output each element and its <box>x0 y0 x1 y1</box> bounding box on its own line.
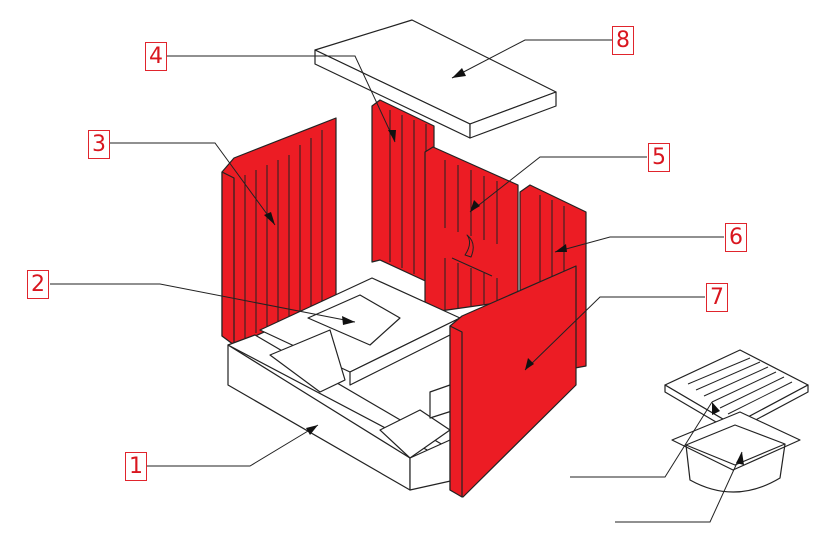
label-part-6: 6 <box>725 223 747 252</box>
part-1-front-base <box>227 329 456 491</box>
label-part-8: 8 <box>612 26 634 55</box>
part-5-back-center-panel <box>424 146 519 313</box>
leader-lines <box>50 39 743 523</box>
label-part-4: 4 <box>145 42 167 71</box>
label-part-2: 2 <box>27 270 49 299</box>
ash-pan <box>671 411 801 493</box>
label-part-7: 7 <box>706 283 728 312</box>
label-part-3: 3 <box>88 130 110 159</box>
part-8-top-slab <box>314 19 557 139</box>
label-part-1: 1 <box>125 452 147 481</box>
leader-arrowheads <box>264 68 744 465</box>
part-3-left-side-panel <box>221 117 337 346</box>
label-part-5: 5 <box>648 143 670 172</box>
part-7-front-panel <box>449 265 577 498</box>
